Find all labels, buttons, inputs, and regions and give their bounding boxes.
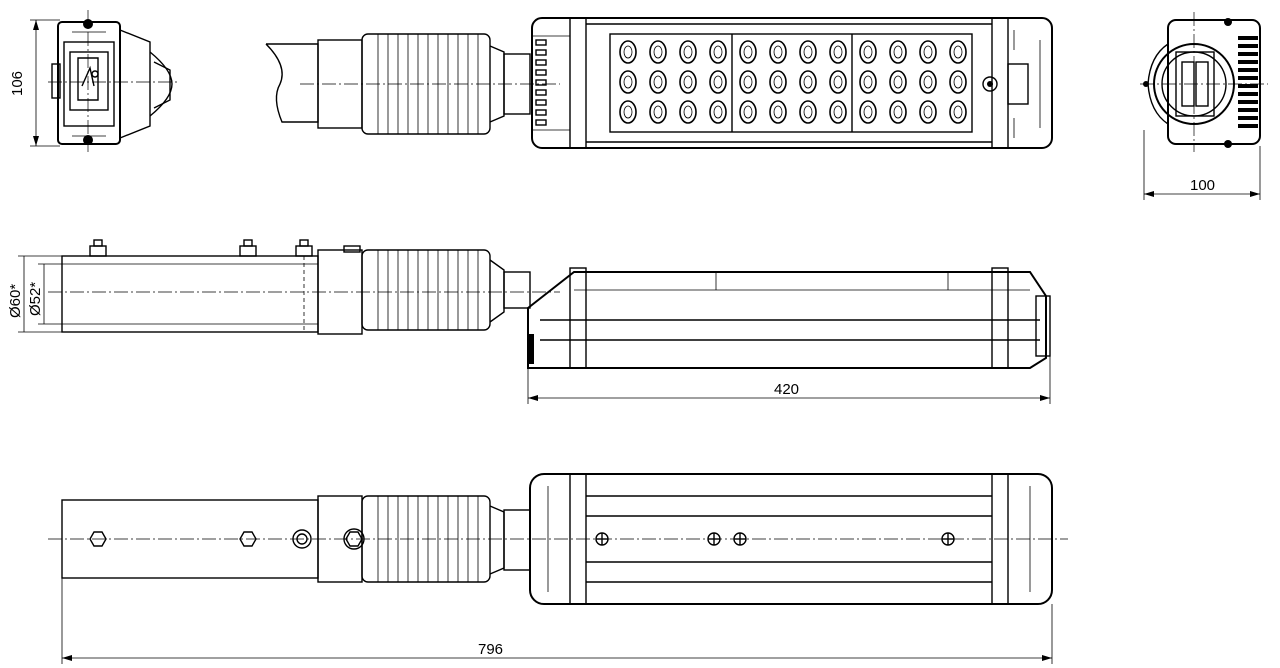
led-lens-inner xyxy=(953,45,963,59)
sleeve-ribs-side xyxy=(377,250,479,330)
led-lens xyxy=(619,70,637,94)
right-end-view xyxy=(1140,12,1268,152)
led-lens-inner xyxy=(923,45,933,59)
top-view xyxy=(265,17,1053,149)
led-lens-inner xyxy=(953,75,963,89)
led-lens xyxy=(829,70,847,94)
led-lens-inner xyxy=(683,105,693,119)
led-lens-inner xyxy=(683,45,693,59)
led-lens-inner xyxy=(893,105,903,119)
led-lens xyxy=(649,40,667,64)
dim-width-label: 100 xyxy=(1190,177,1215,194)
led-lens xyxy=(799,70,817,94)
led-lens-inner xyxy=(683,75,693,89)
led-lens xyxy=(739,100,757,124)
dim-body-length-label: 420 xyxy=(774,381,799,398)
led-lens xyxy=(679,70,697,94)
led-lens xyxy=(949,70,967,94)
led-lens-inner xyxy=(623,45,633,59)
led-lens-inner xyxy=(803,75,813,89)
led-lens xyxy=(649,70,667,94)
led-lens-inner xyxy=(773,105,783,119)
led-lens-inner xyxy=(803,105,813,119)
led-lens xyxy=(949,40,967,64)
led-lens-inner xyxy=(743,75,753,89)
led-lens xyxy=(949,100,967,124)
led-lens xyxy=(919,70,937,94)
led-lens-inner xyxy=(713,105,723,119)
led-lens xyxy=(829,40,847,64)
led-lens xyxy=(769,40,787,64)
led-lens-inner xyxy=(803,45,813,59)
side-view xyxy=(48,239,1051,369)
led-lens xyxy=(679,40,697,64)
dim-total-length-label: 796 xyxy=(478,641,503,658)
dim-inner-diameter-label: Ø52* xyxy=(27,282,44,316)
led-lens xyxy=(919,40,937,64)
led-lens-inner xyxy=(743,45,753,59)
diameter-dimensions xyxy=(18,255,62,333)
led-lens-inner xyxy=(713,45,723,59)
led-lens xyxy=(769,100,787,124)
led-lens-inner xyxy=(653,105,663,119)
led-lens xyxy=(709,100,727,124)
led-lens-inner xyxy=(623,105,633,119)
led-lens-inner xyxy=(953,105,963,119)
body-length-dimension xyxy=(527,356,1051,404)
total-length-dimension xyxy=(61,578,1053,664)
led-lens xyxy=(739,70,757,94)
led-lens-inner xyxy=(893,45,903,59)
led-lens xyxy=(919,100,937,124)
led-lens-inner xyxy=(833,105,843,119)
bottom-view xyxy=(48,473,1068,605)
front-end-view xyxy=(48,10,180,152)
led-lens-inner xyxy=(653,45,663,59)
led-lens-inner xyxy=(923,75,933,89)
led-lens-inner xyxy=(863,45,873,59)
led-lens xyxy=(889,100,907,124)
led-lens-inner xyxy=(773,45,783,59)
led-lens-inner xyxy=(743,105,753,119)
led-lens xyxy=(859,70,877,94)
led-lens xyxy=(739,40,757,64)
led-lens-inner xyxy=(623,75,633,89)
led-lens xyxy=(799,100,817,124)
led-lens-inner xyxy=(653,75,663,89)
led-lens-inner xyxy=(833,75,843,89)
led-lens xyxy=(829,100,847,124)
led-lens-inner xyxy=(893,75,903,89)
height-dimension xyxy=(30,19,60,147)
led-lens xyxy=(769,70,787,94)
led-lens-inner xyxy=(923,105,933,119)
led-lens xyxy=(709,40,727,64)
led-lens-inner xyxy=(713,75,723,89)
led-lens xyxy=(649,100,667,124)
dim-height-label: 106 xyxy=(9,71,26,96)
heatsink-fins-end xyxy=(1238,36,1258,128)
led-lens xyxy=(619,40,637,64)
led-lens xyxy=(679,100,697,124)
led-lens xyxy=(799,40,817,64)
heatsink-fins-top-left xyxy=(535,39,547,126)
dim-outer-diameter-label: Ø60* xyxy=(7,284,24,318)
led-lens xyxy=(619,100,637,124)
led-lens xyxy=(859,40,877,64)
led-lens-inner xyxy=(863,75,873,89)
led-lens xyxy=(709,70,727,94)
width-dimension xyxy=(1143,130,1261,200)
led-lens-inner xyxy=(773,75,783,89)
led-lens-inner xyxy=(833,45,843,59)
led-lens xyxy=(889,40,907,64)
led-lens-grid xyxy=(619,40,967,124)
led-lens xyxy=(889,70,907,94)
led-lens-inner xyxy=(863,105,873,119)
led-lens xyxy=(859,100,877,124)
